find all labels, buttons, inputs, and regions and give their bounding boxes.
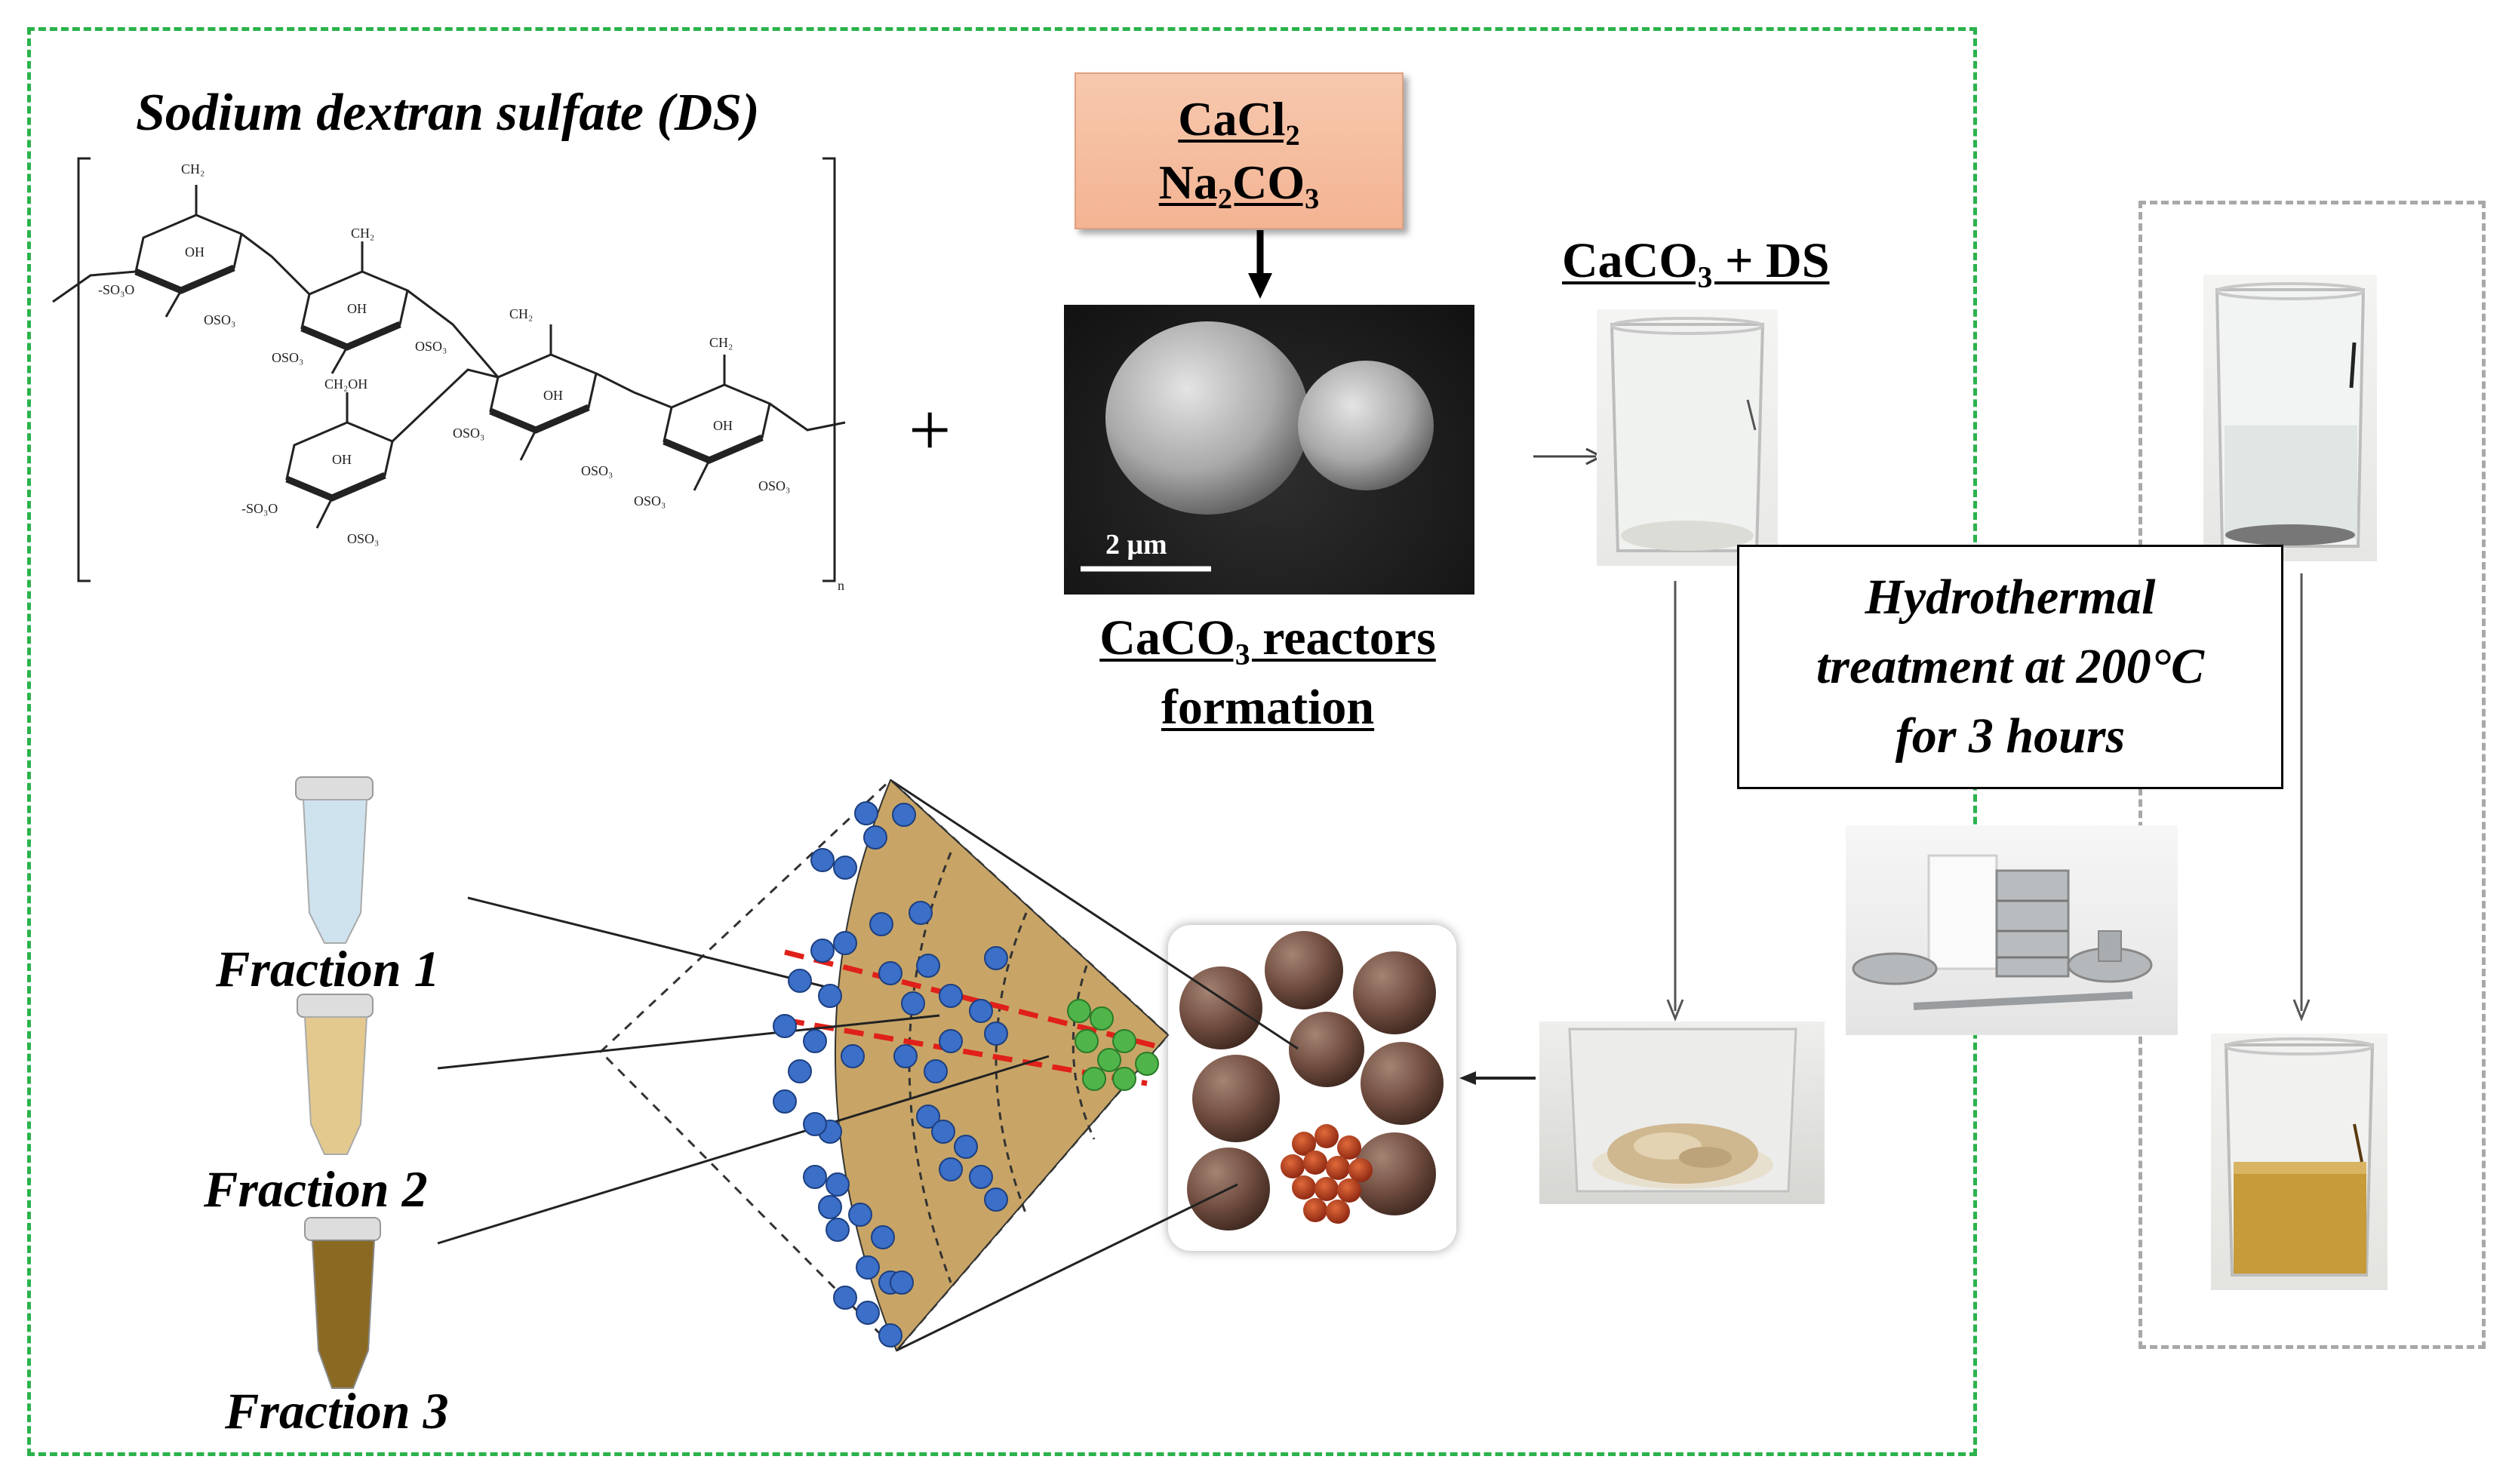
beaker-amber-photo	[2211, 1034, 2388, 1290]
chem-label: OH	[713, 418, 733, 433]
caco3-sphere	[1265, 931, 1343, 1009]
chem-label: -SO₃O	[241, 501, 278, 516]
beaker-clear-photo	[2203, 275, 2377, 561]
chem-label: n	[838, 578, 844, 593]
caco3-sphere	[1289, 1012, 1364, 1087]
chem-label: OH	[185, 244, 204, 260]
caco3-particle	[1298, 361, 1434, 490]
sem-image: 2 μm	[1064, 305, 1474, 595]
chem-label: CH₂OH	[324, 376, 367, 392]
reagent-cacl2: CaCl₂	[1178, 92, 1300, 146]
chem-label: -SO₃O	[98, 282, 134, 297]
spheres-cluster	[1168, 925, 1456, 1251]
hydrothermal-line1: Hydrothermal	[1865, 570, 2156, 625]
hydrothermal-line2: treatment at 200°C	[1816, 639, 2205, 694]
particles	[773, 801, 1159, 1347]
chem-label: OSO₃	[634, 493, 666, 508]
hydrothermal-box: Hydrothermal treatment at 200°C for 3 ho…	[1737, 545, 2283, 789]
mixture-label: CaCO₃ + DS	[1562, 233, 1830, 288]
sem-scale-label: 2 μm	[1105, 529, 1167, 561]
reactor-caption-line2: formation	[1161, 680, 1375, 735]
carbon-cluster	[1281, 1124, 1373, 1224]
ds-title: Sodium dextran sulfate (DS)	[136, 84, 760, 142]
caco3-sphere	[1192, 1055, 1280, 1142]
chem-label: OH	[332, 452, 352, 467]
hydrothermal-line3: for 3 hours	[1895, 708, 2126, 764]
caco3-sphere	[1353, 951, 1436, 1034]
caco3-sphere	[1179, 966, 1262, 1049]
caco3-sphere	[1353, 1132, 1436, 1215]
chem-label: OSO₃	[347, 531, 379, 546]
fraction-label-3: Fraction 3	[225, 1382, 449, 1439]
autoclave-photo	[1846, 825, 2178, 1035]
reactor-caption: CaCO₃ reactors formation	[1056, 604, 1479, 742]
caco3-sphere	[1361, 1042, 1444, 1125]
chem-label: CH₂	[709, 335, 733, 350]
arrow-to-spheres	[1459, 1071, 1536, 1085]
product-photo	[1539, 1022, 1825, 1204]
reagent-na2co3: Na₂CO₃	[1158, 155, 1320, 209]
chem-label: OSO₃	[581, 463, 613, 478]
reactor-caption-line1: CaCO₃ reactors	[1099, 610, 1436, 665]
fraction-label-2: Fraction 2	[204, 1160, 428, 1218]
ds-structure: CH₂ OH -SO₃O OSO₃ CH₂ OH OSO₃ OSO₃ CH₂ C…	[52, 157, 846, 593]
chem-label: CH₂	[351, 226, 374, 241]
arrow-to-amber	[2292, 573, 2311, 1022]
chem-label: OH	[543, 388, 563, 403]
caco3-particle	[1105, 321, 1309, 515]
reagent-box: CaCl₂ Na₂CO₃	[1075, 72, 1404, 229]
tube-fraction-2	[297, 994, 374, 1155]
down-arrow	[1248, 230, 1272, 299]
beaker-mixture-photo	[1597, 309, 1778, 566]
chem-label: OSO₃	[272, 350, 303, 365]
chem-label: CH₂	[509, 306, 533, 321]
chem-label: OSO₃	[415, 339, 447, 354]
chem-label: OSO₃	[453, 426, 484, 441]
chem-label: OSO₃	[758, 478, 790, 493]
tube-fraction-3	[304, 1217, 381, 1389]
plus-sign: +	[909, 388, 952, 472]
chem-label: OSO₃	[204, 312, 235, 327]
chem-label: CH₂	[181, 161, 204, 177]
chem-label: OH	[347, 301, 367, 316]
arrow-to-product	[1666, 581, 1684, 1022]
fraction-label-1: Fraction 1	[216, 940, 440, 997]
tube-fraction-1	[295, 776, 374, 944]
